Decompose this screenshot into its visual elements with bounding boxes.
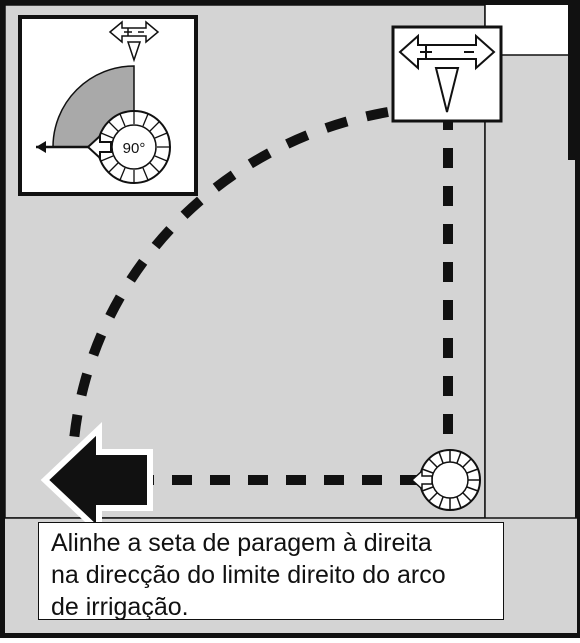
- caption-line-2: na direcção do limite direito do arco: [51, 561, 446, 589]
- rotor-inset: 90°: [18, 15, 198, 196]
- edge-tab: [568, 0, 580, 160]
- small-rotor-head-icon: 90°: [86, 110, 171, 184]
- rotor-angle-label: 90°: [123, 140, 146, 157]
- adjustment-arrow-icon: [398, 33, 496, 113]
- adjustment-inset: [391, 25, 503, 123]
- caption-line-1: Alinhe a seta de paragem à direita: [51, 529, 432, 557]
- caption-line-3: de irrigação.: [51, 593, 189, 621]
- small-adjustment-arrow-icon: [108, 20, 160, 63]
- rotor-head-icon: [410, 449, 481, 511]
- instruction-caption: Alinhe a seta de paragem à direita na di…: [38, 522, 504, 621]
